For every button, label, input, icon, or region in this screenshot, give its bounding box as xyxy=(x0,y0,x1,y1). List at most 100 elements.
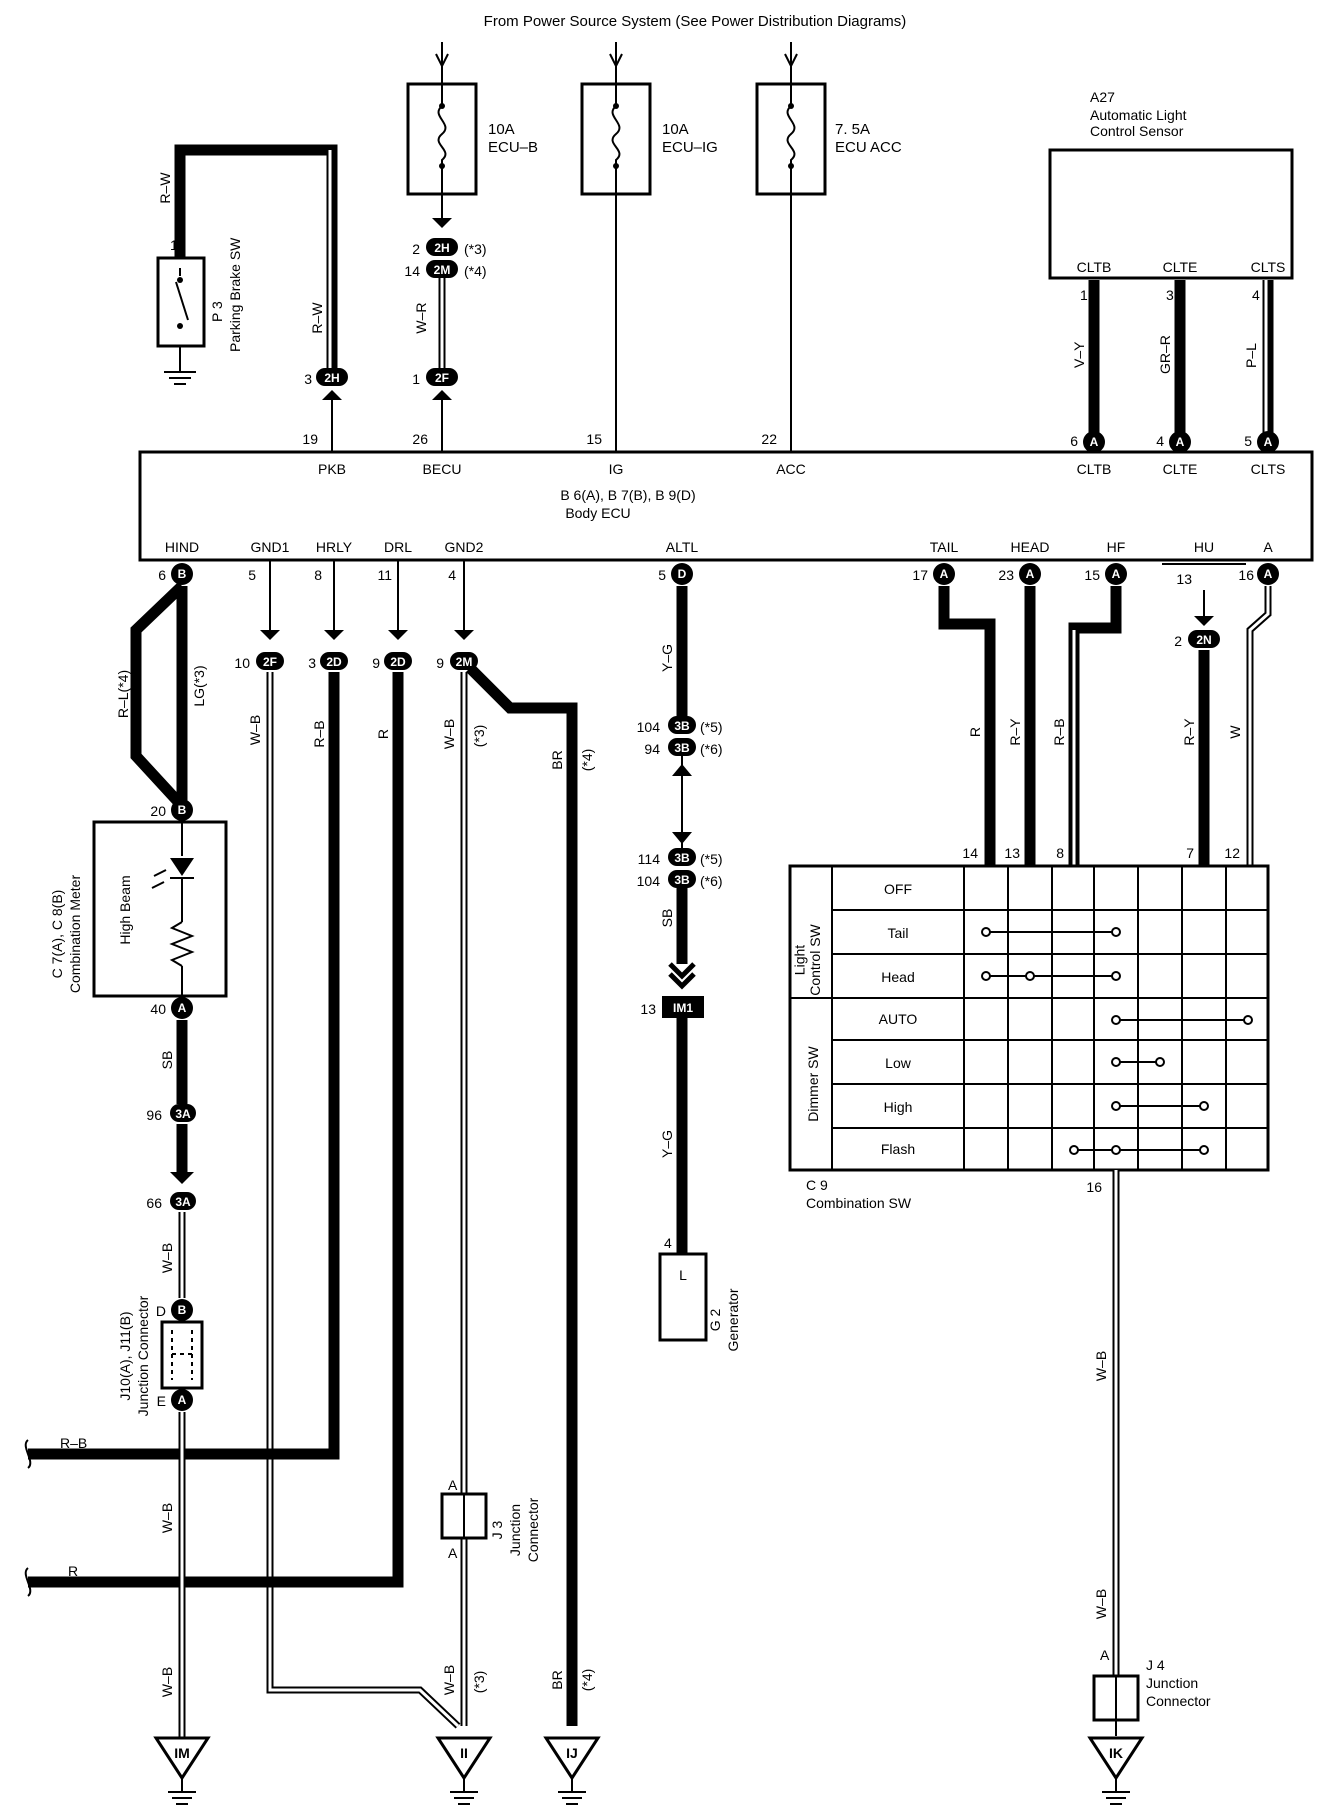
svg-text:2H: 2H xyxy=(324,371,339,385)
svg-text:2M: 2M xyxy=(434,263,451,277)
svg-text:Junction: Junction xyxy=(507,1504,523,1556)
svg-text:A: A xyxy=(1264,435,1273,449)
ecu-label-tail: TAIL xyxy=(930,539,959,555)
ecu-label-ig: IG xyxy=(609,461,624,477)
svg-text:5: 5 xyxy=(248,567,256,583)
ecu-bottom-pins: B 6 5 8 11 4 D 5 A 17 A 23 A 15 13 A 16 xyxy=(158,563,1279,587)
fuse-amp-ecu-ig: 10A xyxy=(662,121,689,138)
combination-switch: OFF Tail Head AUTO Low High Flash LightC… xyxy=(788,864,1270,1211)
svg-text:A: A xyxy=(1112,567,1121,581)
svg-text:3: 3 xyxy=(304,371,312,387)
fuse-amp-ecu-b: 10A xyxy=(488,121,515,138)
svg-text:(*3): (*3) xyxy=(471,725,487,748)
svg-text:16: 16 xyxy=(1086,1179,1102,1195)
svg-text:A: A xyxy=(178,1001,187,1015)
sensor-wire-vy: V–Y xyxy=(1071,341,1087,368)
svg-text:3B: 3B xyxy=(674,719,690,733)
svg-text:W: W xyxy=(1227,725,1243,739)
ground-ii: II xyxy=(435,1736,493,1805)
svg-text:2N: 2N xyxy=(1196,633,1211,647)
ecu-label-cltb: CLTB xyxy=(1077,461,1112,477)
svg-text:6: 6 xyxy=(158,567,166,583)
svg-text:IK: IK xyxy=(1109,1745,1123,1761)
becu-wire-color: W–R xyxy=(413,302,429,333)
svg-text:B: B xyxy=(178,567,187,581)
ecu-pin-19: 19 xyxy=(302,431,318,447)
becu-circuit: W–R xyxy=(413,194,452,452)
sensor-wire-pl: P–L xyxy=(1243,343,1259,368)
ground-im: IM xyxy=(153,1736,211,1805)
svg-text:IM1: IM1 xyxy=(673,1001,693,1015)
svg-text:A: A xyxy=(1090,435,1099,449)
altl-circuit: Y–G 3B 3B 104 94 (*5) (*6) 3B 3B 114 104… xyxy=(637,586,741,1352)
power-source-label: From Power Source System (See Power Dist… xyxy=(484,13,907,30)
ecu-top-connector-a: A A A xyxy=(1083,431,1279,453)
j4-circuit: W–B W–B A J 4 Junction Connector xyxy=(1092,1170,1211,1736)
meter-wire-rl: R–L(*4) xyxy=(115,670,131,718)
svg-text:23: 23 xyxy=(998,567,1014,583)
ecu-label-acc: ACC xyxy=(776,461,806,477)
ecu-pin-4a: 4 xyxy=(1156,433,1164,449)
svg-text:Y–G: Y–G xyxy=(659,1130,675,1158)
svg-text:3A: 3A xyxy=(175,1107,191,1121)
svg-text:R–B: R–B xyxy=(1051,718,1067,745)
svg-text:3A: 3A xyxy=(175,1195,191,1209)
svg-text:(*6): (*6) xyxy=(700,873,723,889)
ecu-label-gnd1: GND1 xyxy=(251,539,290,555)
svg-text:104: 104 xyxy=(637,719,661,735)
svg-text:W–B: W–B xyxy=(1093,1351,1109,1381)
ecu-label-becu: BECU xyxy=(423,461,462,477)
svg-text:Head: Head xyxy=(881,969,914,985)
svg-text:14: 14 xyxy=(404,263,420,279)
svg-text:14: 14 xyxy=(962,845,978,861)
svg-text:Combination SW: Combination SW xyxy=(806,1195,912,1211)
pkb-name: Parking Brake SW xyxy=(227,237,243,352)
auto-light-sensor: A27 Automatic Light Control Sensor CLTB … xyxy=(1048,89,1294,434)
ecu-label-clts: CLTS xyxy=(1251,461,1286,477)
br-note: (*4) xyxy=(579,749,595,772)
svg-text:W–B: W–B xyxy=(159,1503,175,1533)
svg-text:13: 13 xyxy=(1004,845,1020,861)
svg-text:16: 16 xyxy=(1238,567,1254,583)
svg-text:D: D xyxy=(156,1303,166,1319)
left-wire-ends: R–B R xyxy=(24,1435,87,1597)
mid-wires: W–B R–B R W–B (*3) BR (*4) xyxy=(28,664,595,1729)
svg-text:5: 5 xyxy=(658,567,666,583)
ecu-pin-15: 15 xyxy=(586,431,602,447)
svg-text:8: 8 xyxy=(314,567,322,583)
svg-text:(*3): (*3) xyxy=(464,241,487,257)
sensor-name2: Control Sensor xyxy=(1090,123,1184,139)
svg-text:A: A xyxy=(448,1545,458,1561)
junction-connector-j10: B D A E J10(A), J11(B) Junction Connecto… xyxy=(117,1295,204,1416)
generator xyxy=(658,1252,708,1342)
ecu-label-hind: HIND xyxy=(165,539,199,555)
svg-text:2M: 2M xyxy=(456,655,473,669)
meter-wire-sb: SB xyxy=(159,1051,175,1070)
svg-text:IM: IM xyxy=(174,1745,190,1761)
svg-text:13: 13 xyxy=(640,1001,656,1017)
ecu-label-hrly: HRLY xyxy=(316,539,353,555)
ecu-name: Body ECU xyxy=(565,505,630,521)
svg-text:2F: 2F xyxy=(435,371,449,385)
svg-text:Low: Low xyxy=(885,1055,912,1071)
svg-text:Tail: Tail xyxy=(887,925,908,941)
svg-text:J 4: J 4 xyxy=(1146,1657,1165,1673)
fuse-name-ecu-b: ECU–B xyxy=(488,139,538,156)
svg-text:4: 4 xyxy=(448,567,456,583)
svg-text:A: A xyxy=(940,567,949,581)
power-arrows xyxy=(435,42,798,84)
svg-text:9: 9 xyxy=(436,655,444,671)
svg-text:(*5): (*5) xyxy=(700,719,723,735)
svg-text:SB: SB xyxy=(659,909,675,928)
mid-connectors: 2F 10 2D 3 2D 9 2M 9 xyxy=(234,560,478,671)
ecu-label-hf: HF xyxy=(1107,539,1126,555)
meter-pin-40: 40 xyxy=(150,1001,166,1017)
body-ecu: B 6(A), B 7(B), B 9(D) Body ECU PKB BECU… xyxy=(138,431,1314,562)
fuse-ecu-ig: 10A ECU–IG xyxy=(580,82,718,196)
svg-text:2: 2 xyxy=(412,241,420,257)
svg-text:L: L xyxy=(679,1267,687,1283)
left-wire-r: R xyxy=(68,1563,78,1579)
svg-text:9: 9 xyxy=(372,655,380,671)
svg-text:10: 10 xyxy=(234,655,250,671)
high-beam-indicator-circuit: R–L(*4) LG(*3) B 20 High Beam C 7(A), C … xyxy=(49,582,228,1298)
